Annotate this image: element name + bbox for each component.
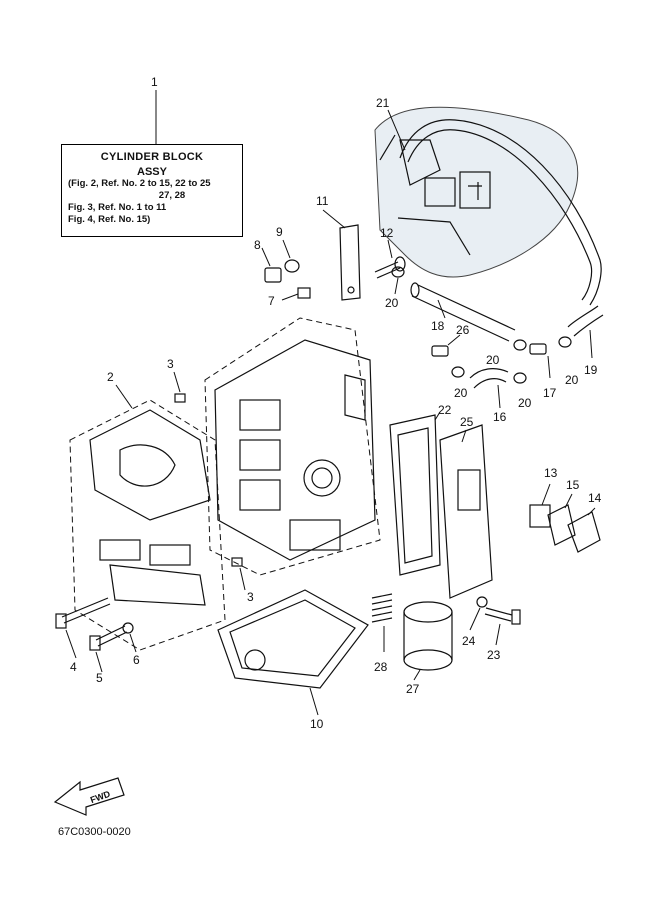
callout-10: 10 bbox=[310, 717, 324, 731]
bracket-11 bbox=[322, 209, 361, 301]
callout-20-c: 20 bbox=[454, 386, 468, 400]
callout-13: 13 bbox=[544, 466, 558, 480]
bolt-12 bbox=[374, 239, 406, 279]
assembly-subtitle: ASSY bbox=[137, 166, 167, 178]
callout-14: 14 bbox=[588, 491, 602, 505]
bolt-4 bbox=[55, 597, 111, 659]
thermostat-13 bbox=[529, 483, 551, 528]
callout-6: 6 bbox=[133, 653, 140, 667]
cylinder-block bbox=[204, 317, 381, 576]
callout-27: 27 bbox=[406, 682, 420, 696]
washer-6 bbox=[122, 622, 137, 653]
callout-25: 25 bbox=[460, 415, 474, 429]
fitting-26 bbox=[431, 334, 461, 357]
assembly-ref-line-3: Fig. 3, Ref. No. 1 to 11 bbox=[68, 202, 167, 213]
callout-17: 17 bbox=[543, 386, 557, 400]
engine-cover-outline bbox=[374, 106, 579, 278]
callout-3-top: 3 bbox=[167, 357, 174, 371]
callout-8: 8 bbox=[254, 238, 261, 252]
callout-24: 24 bbox=[462, 634, 476, 648]
callout-21: 21 bbox=[376, 96, 390, 110]
callout-20-b: 20 bbox=[486, 353, 500, 367]
callout-19: 19 bbox=[584, 363, 598, 377]
plug-7 bbox=[281, 287, 311, 301]
callout-20-d: 20 bbox=[518, 396, 532, 410]
washer-24 bbox=[469, 596, 488, 631]
fitting-17 bbox=[529, 343, 551, 379]
assembly-ref-line-2: 27, 28 bbox=[158, 190, 186, 201]
dowel-pin-3-top bbox=[173, 371, 186, 403]
hose-21 bbox=[387, 109, 602, 306]
figure-code: 67C0300-0020 bbox=[58, 826, 131, 838]
washer-9 bbox=[282, 239, 300, 273]
housing-14 bbox=[567, 507, 601, 553]
assembly-label-box: CYLINDER BLOCK ASSY (Fig. 2, Ref. No. 2 … bbox=[61, 144, 243, 237]
callout-20-a: 20 bbox=[385, 296, 399, 310]
callout-7: 7 bbox=[268, 294, 275, 308]
callout-18: 18 bbox=[431, 319, 445, 333]
hose-19 bbox=[567, 305, 604, 359]
callout-26: 26 bbox=[456, 323, 470, 337]
fwd-arrow-icon: FWD bbox=[53, 777, 125, 816]
crankcase-2 bbox=[69, 384, 226, 651]
bolt-23 bbox=[484, 607, 521, 646]
pipe-18 bbox=[410, 282, 516, 342]
callout-9: 9 bbox=[276, 225, 283, 239]
callout-1: 1 bbox=[151, 75, 158, 89]
gasket-10 bbox=[217, 589, 369, 716]
gasket-22 bbox=[389, 411, 441, 576]
plug-8 bbox=[261, 247, 282, 283]
callout-22: 22 bbox=[438, 403, 452, 417]
callout-28: 28 bbox=[374, 660, 388, 674]
callout-2: 2 bbox=[107, 370, 114, 384]
spring-28 bbox=[371, 593, 393, 652]
assembly-title: CYLINDER BLOCK bbox=[100, 151, 204, 163]
hose-16 bbox=[469, 368, 509, 409]
clip-20-group bbox=[391, 266, 572, 384]
callout-20-e: 20 bbox=[565, 373, 579, 387]
cover-25 bbox=[439, 424, 493, 599]
assembly-ref-line-4: Fig. 4, Ref. No. 15) bbox=[68, 214, 151, 225]
callout-11: 11 bbox=[316, 194, 329, 208]
dowel-pin-3-bottom bbox=[231, 557, 246, 591]
bolt-5 bbox=[89, 625, 128, 673]
oil-filter-27 bbox=[403, 601, 453, 681]
callout-23: 23 bbox=[487, 648, 501, 662]
callout-15: 15 bbox=[566, 478, 580, 492]
callout-16: 16 bbox=[493, 410, 507, 424]
callout-3-bottom: 3 bbox=[247, 590, 254, 604]
callout-5: 5 bbox=[96, 671, 103, 685]
callout-12: 12 bbox=[380, 226, 394, 240]
callout-4: 4 bbox=[70, 660, 77, 674]
gasket-15 bbox=[547, 493, 576, 546]
assembly-ref-line-1: (Fig. 2, Ref. No. 2 to 15, 22 to 25 bbox=[68, 178, 211, 189]
